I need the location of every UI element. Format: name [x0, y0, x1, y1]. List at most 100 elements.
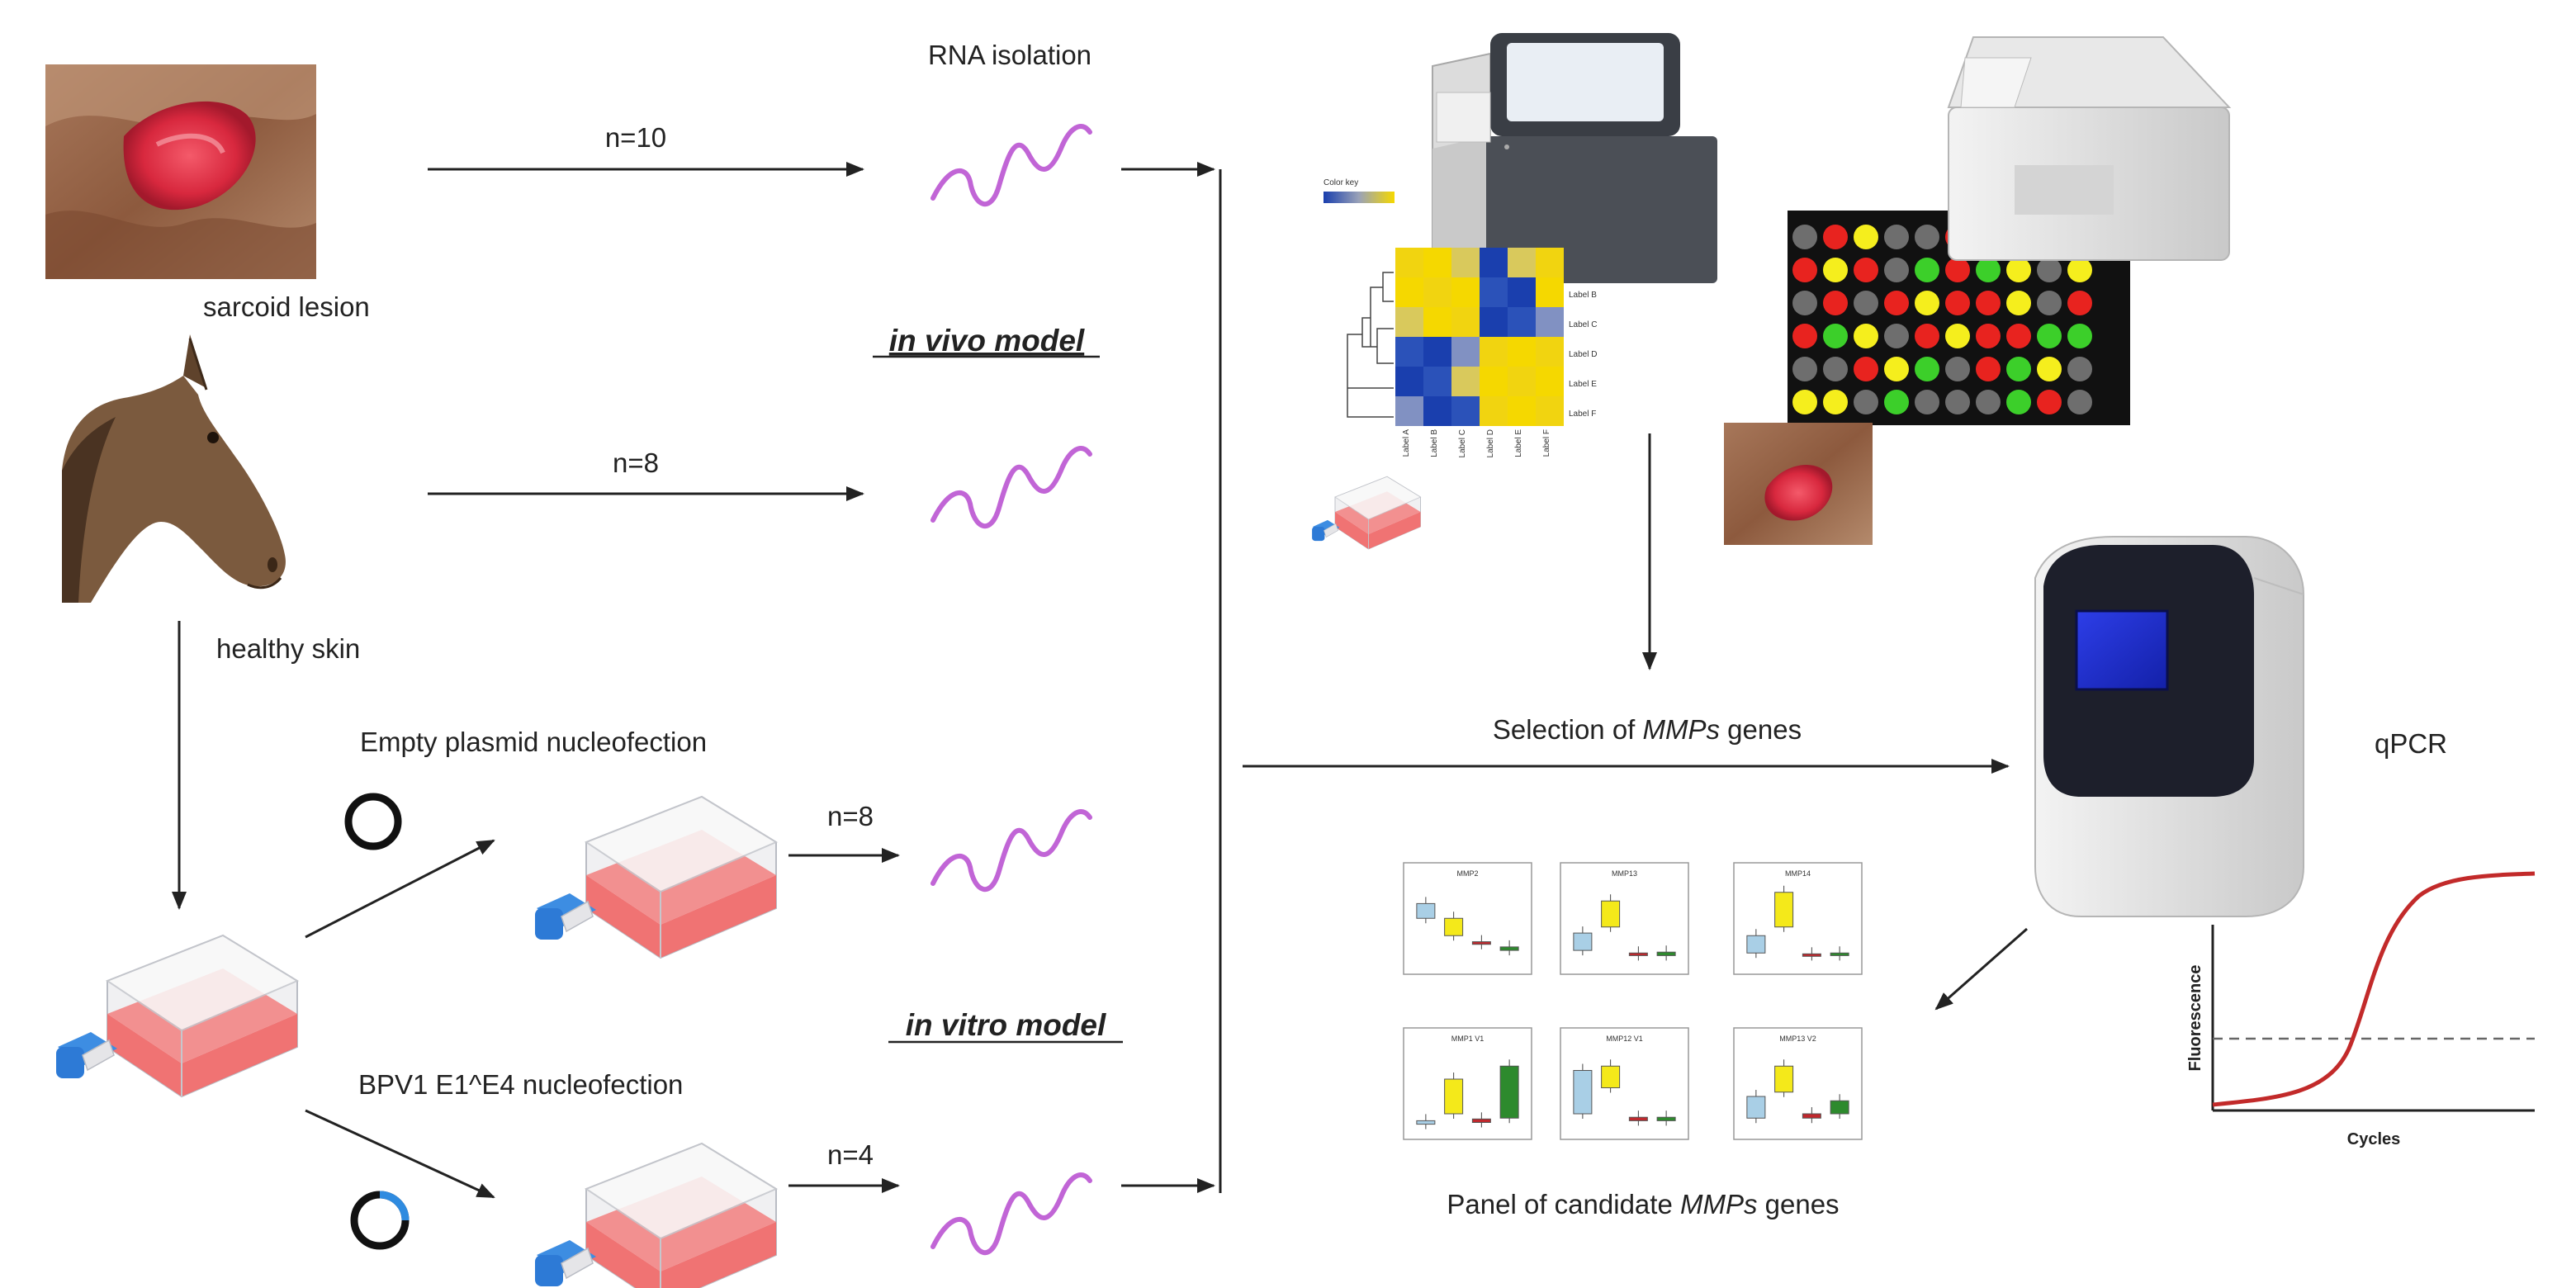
microarray-spot	[1823, 357, 1848, 381]
boxplot-box	[1628, 952, 1648, 956]
microarray-spot	[1915, 357, 1939, 381]
n-empty: n=8	[827, 801, 874, 831]
microarray-spot	[1884, 324, 1909, 348]
heatmap-row-label: Label F	[1569, 410, 1596, 419]
horse-head-icon	[62, 334, 286, 603]
amplification-curve: Fluorescence Cycles	[2186, 871, 2536, 1148]
microarray-spot	[1854, 357, 1878, 381]
microarray-spot	[1823, 324, 1848, 348]
arrow-to-empty-flask	[305, 839, 495, 939]
boxplot-title: MMP1 V1	[1451, 1035, 1485, 1043]
rna-isolation-label: RNA isolation	[928, 40, 1091, 70]
microarray-spot	[1823, 258, 1848, 282]
microarray-spot	[2067, 324, 2092, 348]
boxplot-box	[1444, 1078, 1464, 1115]
boxplot-box	[1471, 941, 1491, 945]
heatmap-row-label: Label D	[1569, 350, 1597, 359]
boxplot-box	[1499, 1065, 1519, 1119]
microarray-spot	[1823, 390, 1848, 414]
boxplot-box	[1802, 953, 1821, 957]
boxplot-title: MMP12 V1	[1606, 1035, 1643, 1043]
boxplot-box	[1499, 946, 1519, 951]
microarray-spot	[1945, 324, 1970, 348]
microarray-spot	[1976, 390, 2001, 414]
microarray-spot	[1792, 258, 1817, 282]
heatmap-cell	[1423, 367, 1451, 396]
microarray-spot	[1792, 324, 1817, 348]
bpv1-label: BPV1 E1^E4 nucleofection	[358, 1069, 683, 1100]
microarray-spot	[2067, 258, 2092, 282]
heatmap-cell	[1451, 248, 1480, 277]
boxplot-box	[1628, 1116, 1648, 1121]
heatmap-cell	[1395, 248, 1423, 277]
microarray-spot	[1884, 357, 1909, 381]
heatmap-cell	[1480, 248, 1508, 277]
svg-text:Color key: Color key	[1324, 178, 1358, 187]
heatmap-cell	[1451, 396, 1480, 426]
heatmap-cell	[1451, 277, 1480, 307]
heatmap-col-label: Label E	[1514, 429, 1523, 457]
microarray-spot	[2006, 291, 2031, 315]
heatmap-icon: Color key Label B Label C Label D Label E La…	[1324, 178, 1597, 457]
rna-strand-icon	[933, 812, 1090, 889]
qpcr-machine-icon	[2034, 536, 2304, 917]
microarray-spot	[2037, 357, 2062, 381]
heatmap-cell	[1451, 367, 1480, 396]
heatmap-cell	[1395, 367, 1423, 396]
boxplot-box	[1416, 902, 1436, 919]
heatmap-cell	[1423, 248, 1451, 277]
boxplot-box	[1416, 1120, 1436, 1125]
microarray-spot	[1915, 258, 1939, 282]
heatmap-cell	[1423, 307, 1451, 337]
boxplot-box	[1471, 1118, 1491, 1124]
boxplot-title: MMP13	[1612, 869, 1637, 878]
boxplot-box	[1830, 952, 1849, 956]
heatmap-cell	[1536, 337, 1564, 367]
healthy-skin-label: healthy skin	[216, 633, 360, 664]
heatmap-cell	[1480, 337, 1508, 367]
microarray-spot	[1976, 324, 2001, 348]
sarcoid-lesion-photo	[45, 64, 316, 279]
microarray-spot	[1854, 258, 1878, 282]
microarray-spot	[1792, 390, 1817, 414]
n-healthy: n=8	[613, 447, 659, 478]
microarray-spot	[2037, 291, 2062, 315]
boxplot: MMP1 V1	[1403, 1027, 1532, 1140]
microarray-spot	[1792, 291, 1817, 315]
heatmap-col-label: Label D	[1486, 429, 1495, 457]
sequencer-icon	[1432, 33, 1717, 283]
boxplot-box	[1746, 1096, 1766, 1119]
boxplot: MMP14	[1733, 862, 1863, 975]
cell-flask-icon	[55, 935, 298, 1097]
heatmap-row-label: Label C	[1569, 320, 1597, 329]
boxplot-box	[1573, 932, 1593, 951]
heatmap-col-label: Label A	[1402, 429, 1411, 457]
microarray-spot	[1945, 357, 1970, 381]
boxplot-box	[1830, 1100, 1849, 1115]
microarray-spot	[1884, 258, 1909, 282]
in-vivo-model-label: in vivo model	[889, 324, 1085, 358]
boxplot-box	[1601, 900, 1621, 928]
microarray-spot	[1854, 225, 1878, 249]
boxplot: MMP13	[1560, 862, 1689, 975]
qpcr-label: qPCR	[2375, 728, 2447, 759]
heatmap-cell	[1508, 277, 1536, 307]
boxplot-title: MMP2	[1456, 869, 1478, 878]
n-sarcoid: n=10	[605, 122, 666, 153]
heatmap-row-label: Label B	[1569, 291, 1597, 300]
heatmap-cell	[1508, 396, 1536, 426]
heatmap-cell	[1480, 307, 1508, 337]
microarray-spot	[1945, 390, 1970, 414]
microarray-spot	[1976, 291, 2001, 315]
selection-label: Selection of MMPs genes	[1493, 714, 1802, 745]
microarray-spot	[2006, 390, 2031, 414]
heatmap-cell	[1451, 337, 1480, 367]
heatmap-cell	[1395, 307, 1423, 337]
microarray-spot	[1945, 258, 1970, 282]
microarray-spot	[1792, 225, 1817, 249]
boxplot-box	[1774, 892, 1794, 928]
microarray-spot	[2067, 390, 2092, 414]
microarray-spot	[1792, 357, 1817, 381]
heatmap-cell	[1536, 248, 1564, 277]
